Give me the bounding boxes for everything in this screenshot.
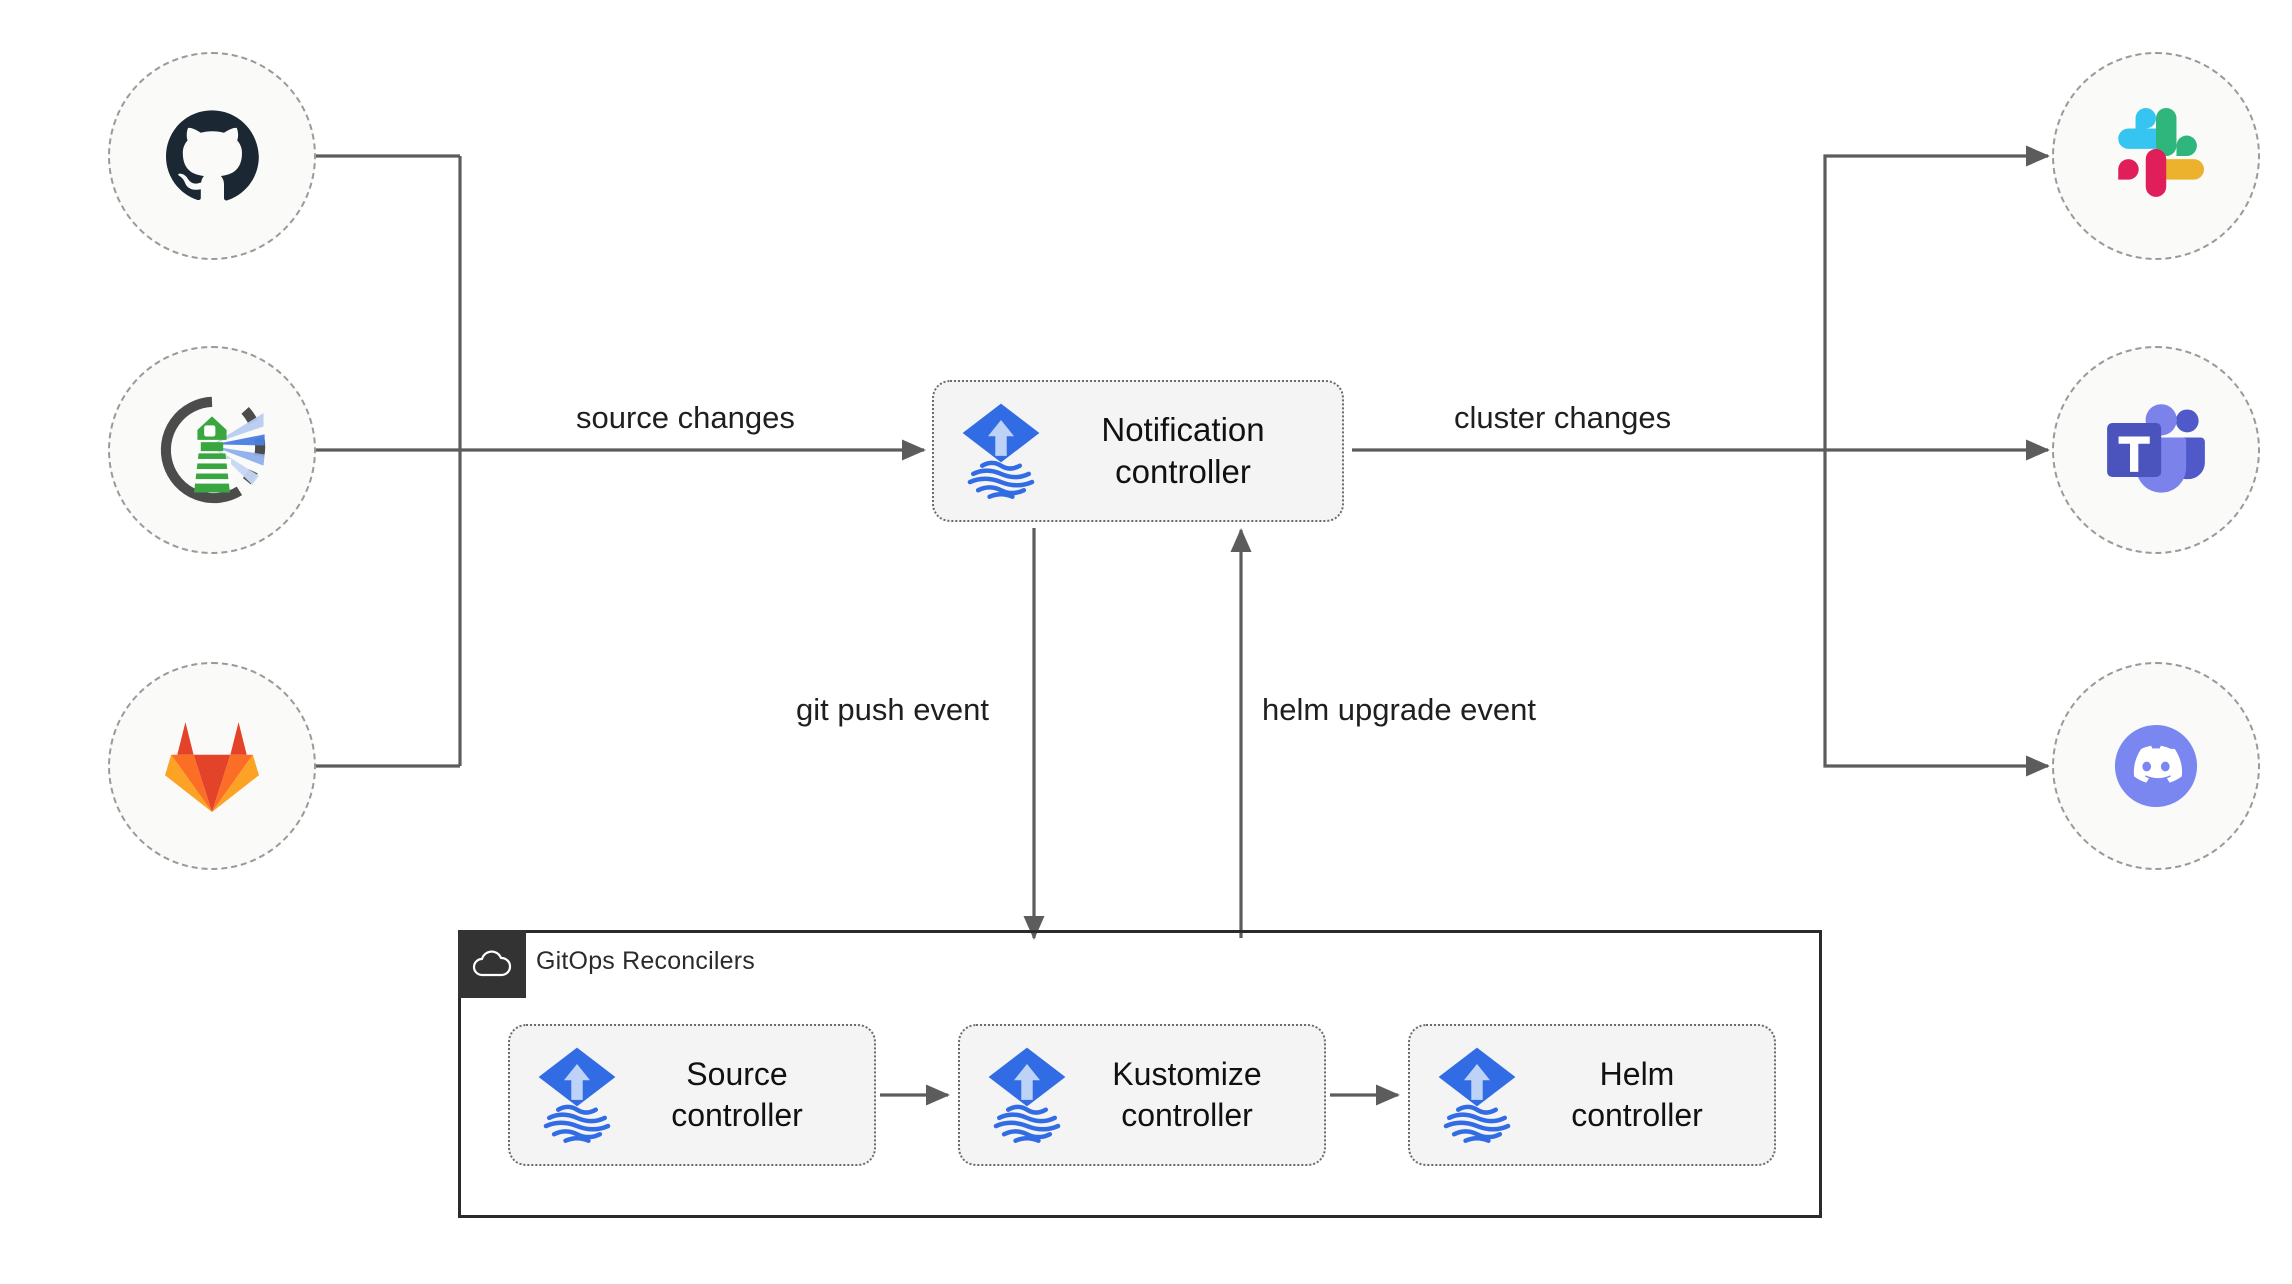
group-gitops-reconcilers: [458, 930, 1822, 1218]
node-label: Helm controller: [1571, 1056, 1703, 1133]
node-helm-controller[interactable]: Helm controller: [1408, 1024, 1776, 1166]
cloud-icon: [472, 950, 512, 977]
group-title: GitOps Reconcilers: [536, 947, 755, 975]
edge-bus-to-discord: [1823, 450, 2050, 777]
node-notification-controller[interactable]: Notification controller: [932, 380, 1344, 522]
flux-logo-icon: [962, 403, 1040, 499]
slack-icon: [2118, 108, 2204, 197]
node-label: Notification controller: [1101, 410, 1265, 490]
source-endpoint-github[interactable]: [108, 52, 316, 260]
flux-logo-icon: [988, 1047, 1066, 1143]
flux-logo-icon: [1438, 1047, 1516, 1143]
edge-label-helm-upgrade-event: helm upgrade event: [1262, 692, 1537, 727]
edge-label-git-push-event: git push event: [796, 692, 990, 727]
gitlab-icon: [165, 722, 259, 812]
node-label: Source controller: [671, 1056, 803, 1133]
edge-label-cluster-changes: cluster changes: [1454, 400, 1672, 435]
microsoft-teams-icon: [2107, 404, 2205, 493]
github-icon: [166, 110, 259, 201]
harbor-lighthouse-icon: [160, 396, 266, 504]
flux-logo-icon: [538, 1047, 616, 1143]
node-source-controller[interactable]: Source controller: [508, 1024, 876, 1166]
source-endpoint-harbor[interactable]: [108, 346, 316, 554]
destination-endpoint-discord[interactable]: [2052, 662, 2260, 870]
group-header-badge: [458, 930, 526, 998]
destination-endpoint-slack[interactable]: [2052, 52, 2260, 260]
node-label: Kustomize controller: [1112, 1056, 1262, 1133]
edge-label-source-changes: source changes: [576, 400, 795, 435]
node-kustomize-controller[interactable]: Kustomize controller: [958, 1024, 1326, 1166]
edge-bus-to-slack: [1823, 145, 2050, 450]
source-endpoint-gitlab[interactable]: [108, 662, 316, 870]
discord-icon: [2114, 724, 2198, 808]
destination-endpoint-teams[interactable]: [2052, 346, 2260, 554]
